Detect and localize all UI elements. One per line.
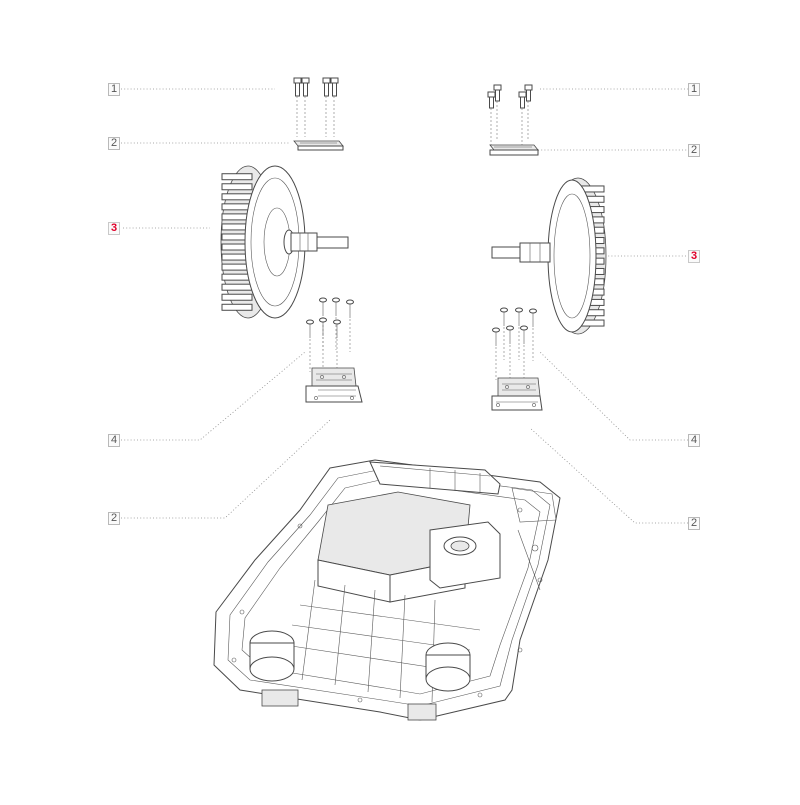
tread-block	[221, 303, 253, 311]
callout-right-bracket: 4	[688, 434, 700, 447]
screw-head	[346, 299, 354, 305]
tread-block	[221, 183, 253, 191]
tread-block	[221, 293, 253, 301]
screw-head	[319, 317, 327, 323]
screw-head	[492, 327, 500, 333]
left-screws	[306, 297, 354, 372]
callout-right-bolts: 1	[688, 83, 700, 96]
right-wheel	[491, 177, 607, 335]
left-bolts	[293, 77, 339, 137]
chassis-housing	[213, 459, 561, 721]
screw-head	[515, 307, 523, 313]
left-wheel	[220, 165, 349, 319]
right-bolts	[487, 84, 533, 145]
screw-head	[332, 297, 340, 303]
right-screws	[492, 307, 537, 380]
screw-head	[520, 325, 528, 331]
tread-block	[221, 173, 253, 181]
right-bracket	[491, 377, 543, 411]
screw-head	[319, 297, 327, 303]
left-clamp-plate	[293, 140, 344, 151]
left-bracket	[305, 367, 363, 403]
callout-left-wheel: 3	[108, 222, 120, 235]
callout-right-lower-plate: 2	[688, 517, 700, 530]
callout-left-bracket: 4	[108, 434, 120, 447]
callout-left-lower-plate: 2	[108, 512, 120, 525]
right-clamp-plate	[489, 144, 539, 156]
callout-right-clamp-plate: 2	[688, 144, 700, 157]
screw-head	[500, 307, 508, 313]
tread-block	[221, 283, 253, 291]
screw-head	[306, 319, 314, 325]
callout-left-clamp-plate: 2	[108, 137, 120, 150]
tread-block	[221, 193, 253, 201]
screw-head	[529, 308, 537, 314]
leader-lines	[121, 88, 688, 524]
screw-head	[506, 325, 514, 331]
callout-right-wheel: 3	[688, 250, 700, 263]
callout-left-bolts: 1	[108, 83, 120, 96]
screw-head	[333, 319, 341, 325]
